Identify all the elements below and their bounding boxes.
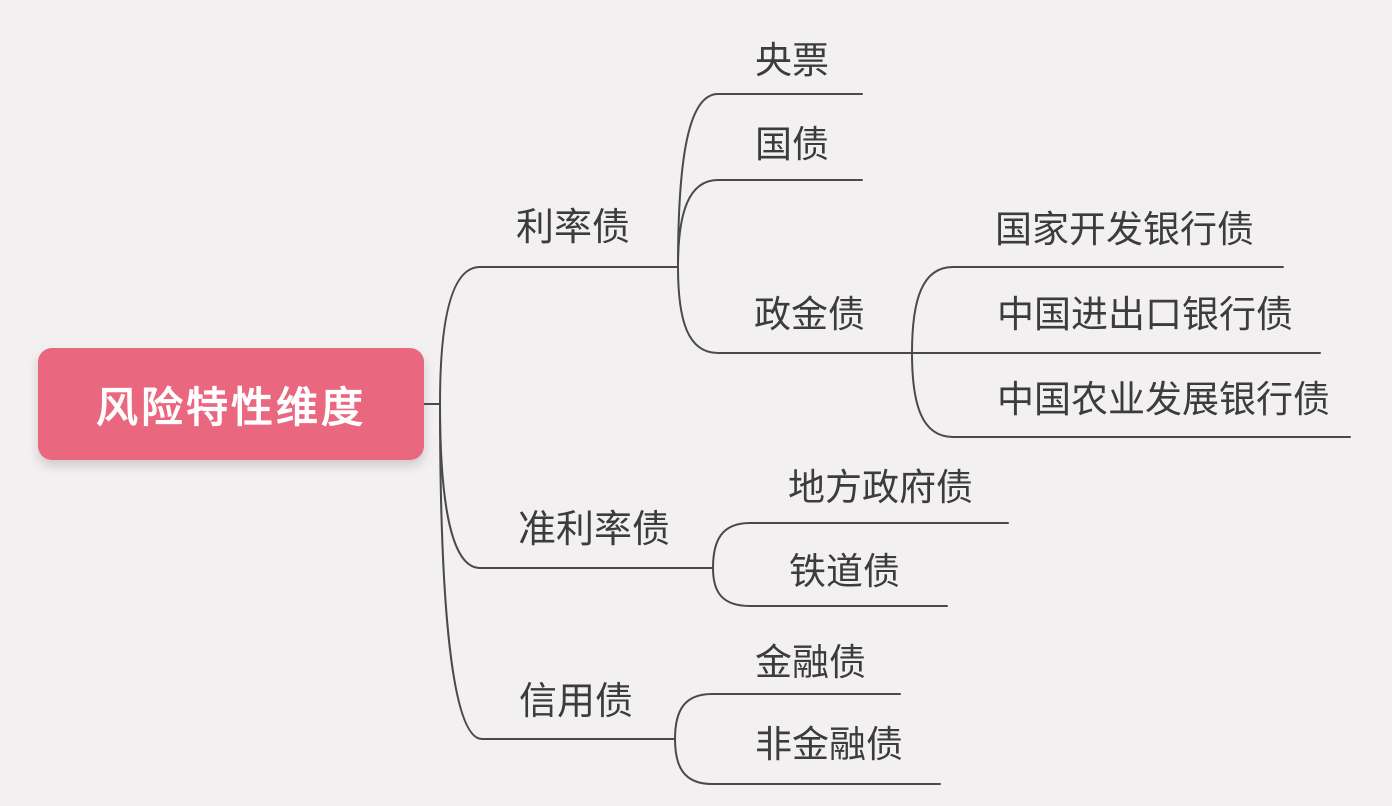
node-policy-financial-bond[interactable]: 政金债: [754, 294, 865, 335]
connector-quasi-to-local-government-bond: [712, 522, 1009, 569]
node-non-financial-bond[interactable]: 非金融债: [755, 724, 903, 765]
node-credit-bond[interactable]: 信用债: [519, 681, 634, 723]
node-cdb-bond[interactable]: 国家开发银行债: [995, 209, 1254, 250]
node-treasury-bond[interactable]: 国债: [755, 124, 829, 165]
connector-policy-to-cdb-bond: [911, 266, 1284, 354]
connector-interest-to-central-bank-bill: [677, 93, 863, 268]
connector-root-to-credit-bond: [439, 403, 676, 740]
node-railway-bond[interactable]: 铁道债: [789, 551, 900, 592]
node-quasi-interest-rate-bond[interactable]: 准利率债: [518, 509, 671, 551]
node-exim-bank-bond[interactable]: 中国进出口银行债: [997, 294, 1293, 335]
root-node-risk-dimension[interactable]: 风险特性维度: [38, 348, 424, 460]
connector-policy-to-adbc-bond: [911, 352, 1351, 438]
node-local-government-bond[interactable]: 地方政府债: [788, 467, 973, 508]
node-interest-rate-bond[interactable]: 利率债: [516, 207, 631, 249]
connector-interest-to-treasury-bond: [677, 179, 863, 268]
connector-credit-to-non-financial-bond: [674, 738, 941, 785]
connector-credit-to-financial-bond: [674, 693, 901, 740]
connector-quasi-to-railway-bond: [712, 567, 948, 607]
node-adbc-bond[interactable]: 中国农业发展银行债: [997, 379, 1330, 420]
node-central-bank-bill[interactable]: 央票: [755, 40, 829, 81]
connector-root-to-interest-rate-bond: [439, 266, 679, 405]
connector-interest-to-policy-financial-bond: [677, 266, 913, 354]
node-financial-bond[interactable]: 金融债: [755, 642, 866, 683]
